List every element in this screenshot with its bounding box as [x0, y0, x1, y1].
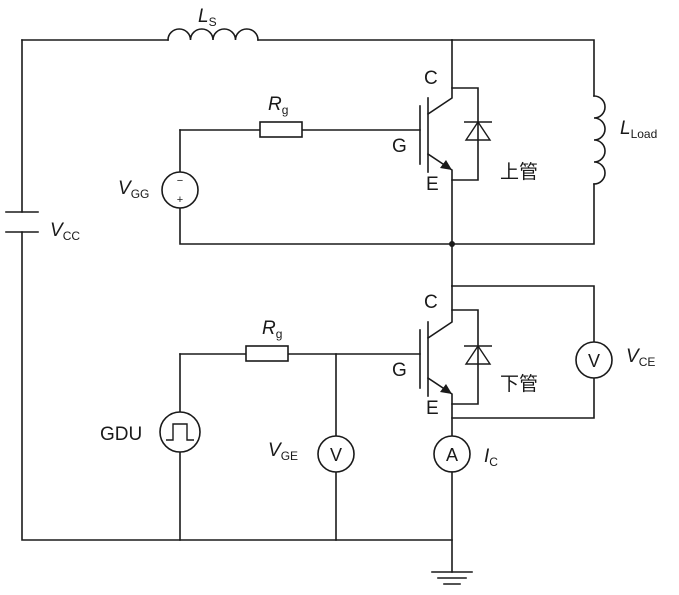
upper-gate-label: G — [392, 136, 407, 157]
vge-label: VGE — [268, 440, 298, 463]
lower-emitter-label: E — [426, 398, 439, 419]
svg-text:A: A — [446, 445, 458, 465]
vgg-label: VGG — [118, 178, 149, 201]
vgg-minus-sign: − — [177, 175, 183, 187]
upper-switch-label: 上管 — [500, 161, 538, 183]
lower-igbt — [419, 285, 453, 437]
ic-label: IC — [484, 446, 498, 469]
gdu-source — [159, 411, 201, 453]
rg-lower-resistor — [245, 345, 289, 362]
upper-igbt — [419, 39, 453, 245]
vgg-source: − + — [161, 129, 453, 245]
vcc-capacitor — [5, 211, 39, 233]
ls-inductor — [167, 28, 259, 41]
vcc-label: VCC — [50, 220, 80, 243]
vce-label: VCE — [626, 346, 655, 369]
vgg-plus-sign: + — [177, 194, 183, 206]
upper-collector-label: C — [424, 68, 438, 89]
gdu-label: GDU — [100, 424, 142, 445]
rg-lower-label: Rg — [262, 318, 282, 341]
ic-ammeter: A — [433, 435, 471, 473]
ls-label: LS — [198, 6, 217, 29]
vcc-loop-wires — [21, 39, 595, 541]
upper-emitter-label: E — [426, 174, 439, 195]
load-inductor — [593, 95, 606, 185]
lload-label: LLoad — [620, 118, 657, 141]
lower-diode — [451, 309, 492, 405]
lower-collector-label: C — [424, 292, 438, 313]
vge-voltmeter: V — [317, 435, 355, 473]
svg-text:V: V — [588, 351, 600, 371]
rg-upper-label: Rg — [268, 94, 288, 117]
lower-switch-label: 下管 — [500, 373, 538, 395]
rg-upper-resistor — [259, 121, 303, 138]
vce-voltmeter: V — [575, 341, 613, 379]
svg-text:V: V — [330, 445, 342, 465]
lower-gate-label: G — [392, 360, 407, 381]
ground-symbol — [431, 571, 473, 585]
upper-diode — [451, 87, 492, 181]
